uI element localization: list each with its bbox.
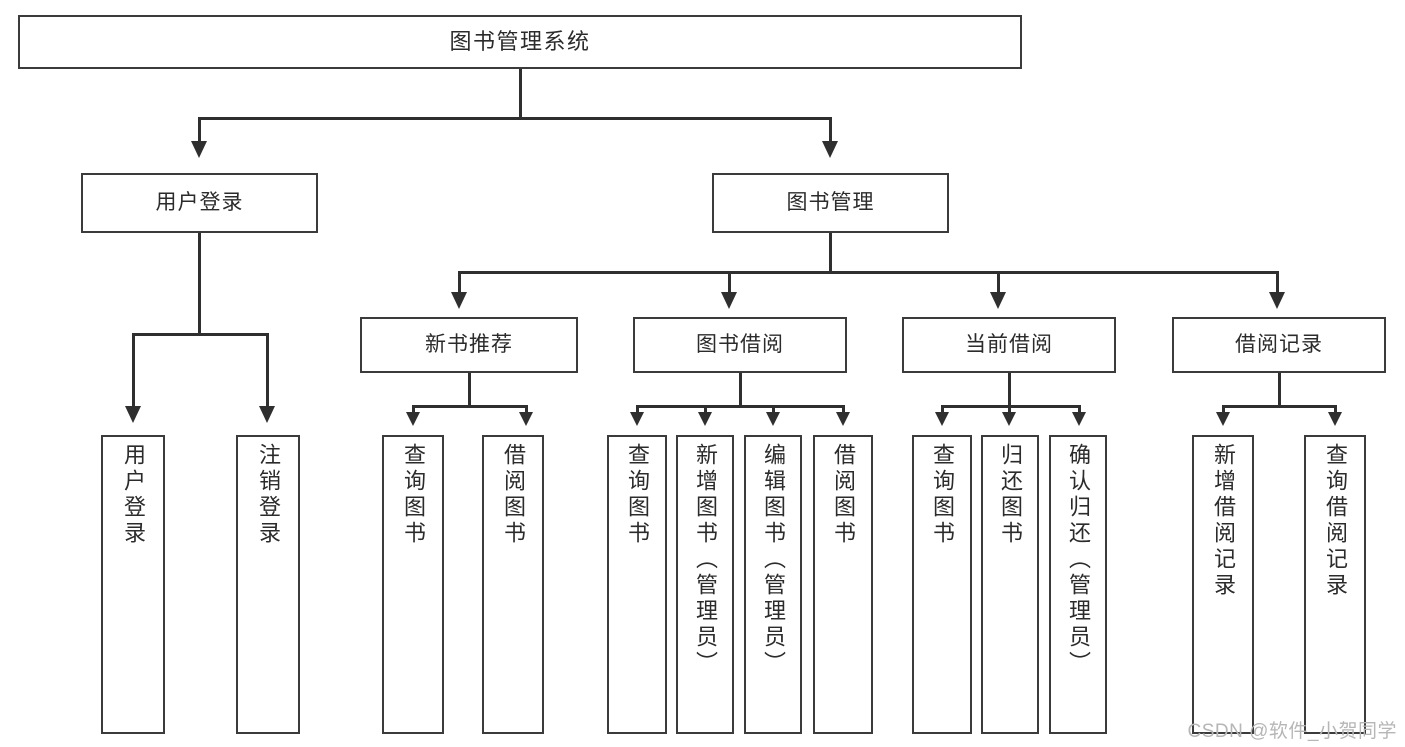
connector-record-leaf-1 (1222, 405, 1225, 415)
arrow-currentborrow-leaf-1 (935, 412, 949, 426)
arrow-recommend-leaf-2 (519, 412, 533, 426)
leaf-return-book[interactable]: 归还图书 (981, 435, 1039, 734)
connector-book-manage-bar (458, 271, 1278, 274)
node-label: 新增借阅记录 (1211, 443, 1236, 599)
connector-user-login-leaf-2 (266, 333, 269, 408)
connector-user-login-bar (132, 333, 269, 336)
connector-root-to-user-login (198, 117, 201, 143)
arrow-bookborrow-leaf-1 (630, 412, 644, 426)
connector-bookborrow-leaf-4 (842, 405, 845, 415)
node-label: 确认归还（管理员） (1066, 443, 1091, 677)
node-book-borrow[interactable]: 图书借阅 (633, 317, 847, 373)
connector-book-manage-to-current (997, 271, 1000, 294)
arrow-recommend-leaf-1 (406, 412, 420, 426)
node-label: 用户登录 (121, 443, 146, 547)
node-label: 图书管理 (786, 190, 875, 214)
connector-recommend-bar (412, 405, 528, 408)
leaf-query-borrow-record[interactable]: 查询借阅记录 (1304, 435, 1366, 734)
node-label: 查询借阅记录 (1323, 443, 1348, 599)
node-label: 注销登录 (256, 443, 281, 547)
node-label: 编辑图书（管理员） (761, 443, 786, 677)
connector-recommend-leaf-2 (525, 405, 528, 415)
node-label: 图书借阅 (696, 332, 784, 356)
node-label: 查询图书 (930, 443, 955, 547)
node-book-manage[interactable]: 图书管理 (712, 173, 949, 233)
connector-currentborrow-bar (941, 405, 1081, 408)
arrow-root-to-book-manage (822, 141, 838, 158)
leaf-borrow-book-borrow[interactable]: 借阅图书 (813, 435, 873, 734)
leaf-query-book-recommend[interactable]: 查询图书 (382, 435, 444, 734)
leaf-edit-book-admin[interactable]: 编辑图书（管理员） (744, 435, 802, 734)
node-label: 借阅记录 (1235, 332, 1323, 356)
leaf-add-book-admin[interactable]: 新增图书（管理员） (676, 435, 734, 734)
leaf-logout-login[interactable]: 注销登录 (236, 435, 300, 734)
node-user-login[interactable]: 用户登录 (81, 173, 318, 233)
connector-user-login-stem (198, 233, 201, 335)
connector-currentborrow-stem (1008, 373, 1011, 407)
arrow-book-manage-to-borrow (721, 292, 737, 309)
arrow-user-login-leaf-1 (125, 406, 141, 423)
connector-record-bar (1222, 405, 1337, 408)
connector-recommend-leaf-1 (412, 405, 415, 415)
connector-bookborrow-stem (739, 373, 742, 407)
connector-recommend-stem (468, 373, 471, 407)
arrow-currentborrow-leaf-3 (1072, 412, 1086, 426)
connector-bookborrow-bar (636, 405, 845, 408)
node-label: 新增图书（管理员） (693, 443, 718, 677)
arrow-bookborrow-leaf-3 (766, 412, 780, 426)
connector-bookborrow-leaf-2 (704, 405, 707, 415)
node-root-book-management-system[interactable]: 图书管理系统 (18, 15, 1022, 69)
arrow-book-manage-to-current (990, 292, 1006, 309)
leaf-query-book-current[interactable]: 查询图书 (912, 435, 972, 734)
node-current-borrow[interactable]: 当前借阅 (902, 317, 1116, 373)
connector-bookborrow-leaf-3 (772, 405, 775, 415)
connector-currentborrow-leaf-2 (1008, 405, 1011, 415)
node-label: 新书推荐 (425, 332, 513, 356)
arrow-book-manage-to-record (1269, 292, 1285, 309)
connector-user-login-leaf-1 (132, 333, 135, 408)
node-label: 借阅图书 (501, 443, 526, 547)
arrow-bookborrow-leaf-2 (698, 412, 712, 426)
arrow-bookborrow-leaf-4 (836, 412, 850, 426)
node-new-book-recommend[interactable]: 新书推荐 (360, 317, 578, 373)
connector-currentborrow-leaf-3 (1078, 405, 1081, 415)
leaf-query-book-borrow[interactable]: 查询图书 (607, 435, 667, 734)
connector-book-manage-to-record (1276, 271, 1279, 294)
connector-root-bar (198, 117, 832, 120)
arrow-root-to-user-login (191, 141, 207, 158)
connector-bookborrow-leaf-1 (636, 405, 639, 415)
connector-book-manage-to-borrow (728, 271, 731, 294)
node-label: 借阅图书 (831, 443, 856, 547)
connector-root-to-book-manage (829, 117, 832, 143)
node-label: 图书管理系统 (449, 29, 591, 55)
node-label: 用户登录 (155, 190, 244, 214)
arrow-record-leaf-1 (1216, 412, 1230, 426)
connector-record-stem (1278, 373, 1281, 407)
connector-record-leaf-2 (1334, 405, 1337, 415)
node-label: 查询图书 (625, 443, 650, 547)
connector-currentborrow-leaf-1 (941, 405, 944, 415)
node-label: 查询图书 (401, 443, 426, 547)
leaf-confirm-return-admin[interactable]: 确认归还（管理员） (1049, 435, 1107, 734)
node-borrow-record[interactable]: 借阅记录 (1172, 317, 1386, 373)
arrow-user-login-leaf-2 (259, 406, 275, 423)
connector-book-manage-to-recommend (458, 271, 461, 294)
arrow-book-manage-to-recommend (451, 292, 467, 309)
node-label: 归还图书 (998, 443, 1023, 547)
connector-book-manage-stem (829, 233, 832, 274)
connector-root-stem (519, 69, 522, 119)
arrow-record-leaf-2 (1328, 412, 1342, 426)
leaf-borrow-book-recommend[interactable]: 借阅图书 (482, 435, 544, 734)
leaf-add-borrow-record[interactable]: 新增借阅记录 (1192, 435, 1254, 734)
arrow-currentborrow-leaf-2 (1002, 412, 1016, 426)
leaf-user-login[interactable]: 用户登录 (101, 435, 165, 734)
node-label: 当前借阅 (965, 332, 1053, 356)
